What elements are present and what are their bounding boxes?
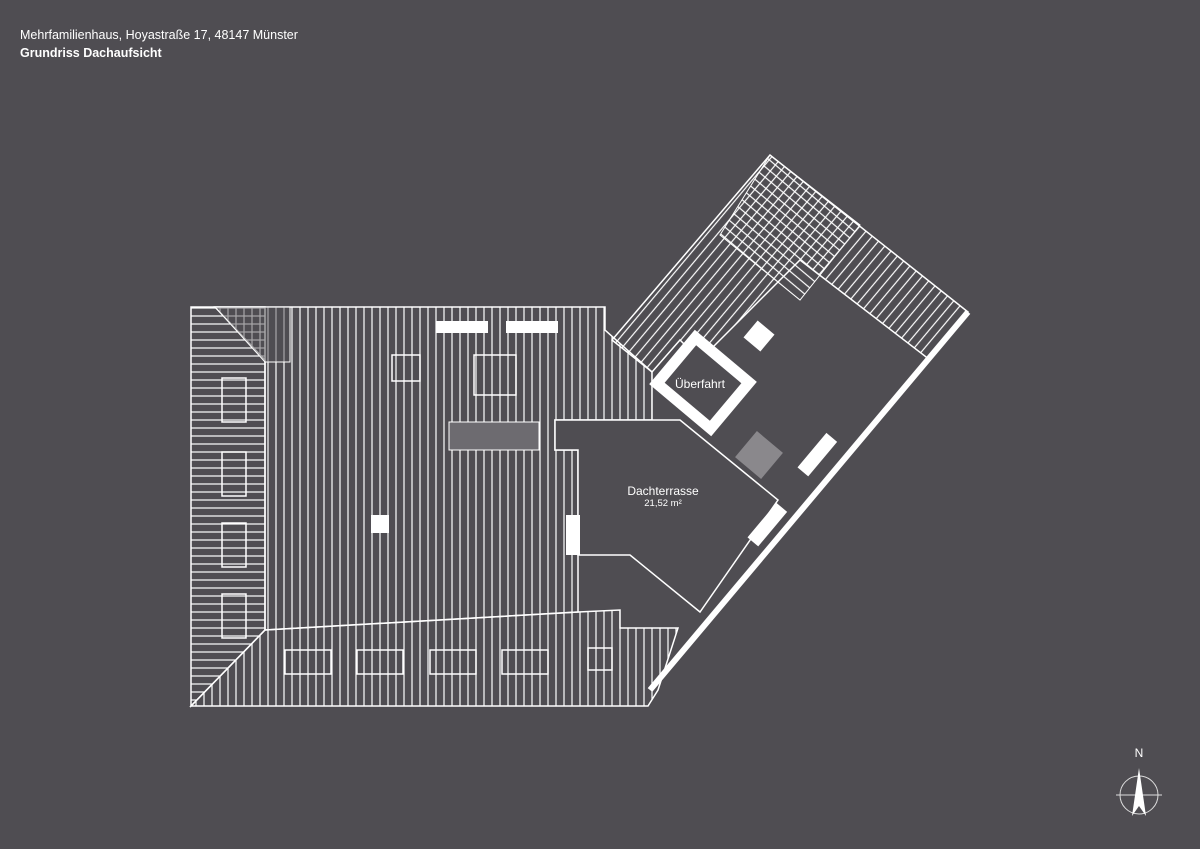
wing-roof xyxy=(610,153,970,374)
room-label-ueberfahrt: Überfahrt xyxy=(674,377,726,391)
room-label-dachterrasse: Dachterrasse xyxy=(627,484,699,498)
main-roof-slope xyxy=(213,306,653,631)
compass-icon xyxy=(1116,768,1162,816)
ueberfahrt-box xyxy=(649,329,757,437)
chimney xyxy=(743,320,775,352)
roof-windows xyxy=(221,354,613,675)
south-roof-slope xyxy=(189,609,680,707)
plan-header: Mehrfamilienhaus, Hoyastraße 17, 48147 M… xyxy=(20,26,298,62)
dachterrasse-area xyxy=(554,419,780,614)
compass-north-label: N xyxy=(1134,746,1144,760)
room-area-dachterrasse: 21,52 m² xyxy=(644,498,682,509)
address-text: Mehrfamilienhaus, Hoyastraße 17, 48147 M… xyxy=(20,28,298,42)
terrace-window xyxy=(747,502,788,547)
plan-title: Grundriss Dachaufsicht xyxy=(20,46,162,60)
parapet-edge xyxy=(647,310,971,692)
terrace-tile xyxy=(735,431,783,479)
terrace-window xyxy=(797,432,838,477)
skylight-frames xyxy=(371,321,580,555)
